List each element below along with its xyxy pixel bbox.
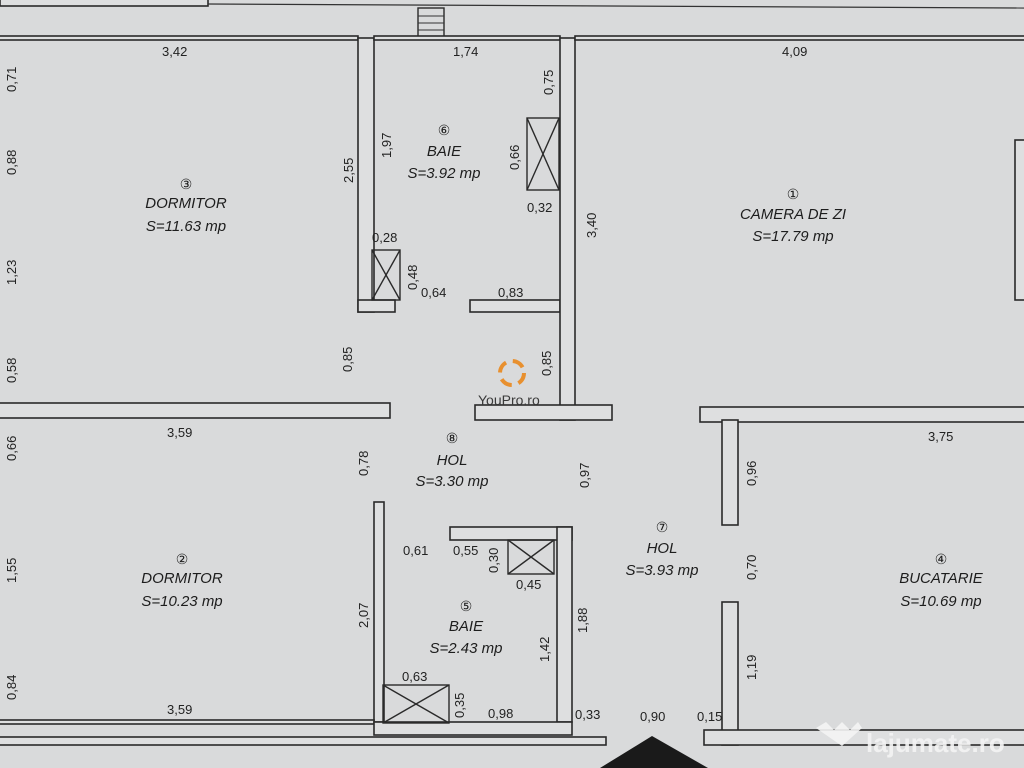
- room-baie-6: ⑥ BAIE S=3.92 mp: [408, 122, 481, 182]
- dimension-label: 0,33: [575, 707, 600, 722]
- youpro-text: YouPro.ro: [478, 392, 540, 408]
- room-camera-de-zi: ① CAMERA DE ZI S=17.79 mp: [740, 186, 846, 245]
- room-hol-8: ⑧ HOL S=3.30 mp: [416, 430, 489, 490]
- border-line: [207, 3, 1024, 9]
- youpro-watermark: YouPro.ro: [478, 359, 540, 408]
- dimension-label: 1,19: [744, 655, 759, 680]
- fixtures: [371, 117, 560, 724]
- dimension-label: 0,45: [516, 577, 541, 592]
- dimension-label: 0,97: [577, 463, 592, 488]
- dimension-label: 0,55: [453, 543, 478, 558]
- dimension-label: 0,83: [498, 285, 523, 300]
- dimension-label: 3,42: [162, 44, 187, 59]
- dimension-label: 0,58: [4, 358, 19, 383]
- room-name: DORMITOR: [141, 570, 223, 587]
- dimension-label: 3,59: [167, 425, 192, 440]
- dimension-label: 0,32: [527, 200, 552, 215]
- dimension-label: 0,98: [488, 706, 513, 721]
- dimension-label: 4,09: [782, 44, 807, 59]
- dimension-label: 0,61: [403, 543, 428, 558]
- dimension-label: 0,85: [340, 347, 355, 372]
- dimension-label: 0,78: [356, 451, 371, 476]
- dimension-label: 0,66: [507, 145, 522, 170]
- room-number: ⑥: [438, 122, 451, 138]
- room-area: S=10.23 mp: [141, 593, 222, 610]
- dimension-label: 0,66: [4, 436, 19, 461]
- shower-fixture: [382, 684, 450, 724]
- room-name: BAIE: [427, 143, 462, 160]
- dimension-label: 1,55: [4, 558, 19, 583]
- entrance-steps: [417, 7, 445, 39]
- dimension-label: 3,59: [167, 702, 192, 717]
- dimension-label: 2,55: [341, 158, 356, 183]
- dimension-label: 0,63: [402, 669, 427, 684]
- dimension-label: 3,40: [584, 213, 599, 238]
- room-name: HOL: [437, 452, 468, 469]
- sink-fixture: [507, 539, 555, 575]
- room-area: S=3.92 mp: [408, 165, 481, 182]
- dimension-label: 0,48: [405, 265, 420, 290]
- dimension-label: 3,75: [928, 429, 953, 444]
- dimension-label: 0,15: [697, 709, 722, 724]
- lajumate-watermark: lajumate.ro: [816, 722, 1005, 758]
- room-hol-7: ⑦ HOL S=3.93 mp: [626, 519, 699, 579]
- lajumate-logo-icon: [816, 722, 862, 746]
- dimension-label: 0,96: [744, 461, 759, 486]
- dimension-label: 0,75: [541, 70, 556, 95]
- room-dormitor-2: ② DORMITOR S=10.23 mp: [141, 551, 223, 610]
- room-name: CAMERA DE ZI: [740, 206, 846, 223]
- room-name: BAIE: [449, 618, 484, 635]
- dimension-label: 1,74: [453, 44, 478, 59]
- dimension-label: 0,28: [372, 230, 397, 245]
- room-baie-5: ⑤ BAIE S=2.43 mp: [430, 598, 503, 657]
- title-box: [0, 0, 209, 7]
- room-number: ⑦: [656, 519, 669, 535]
- room-name: HOL: [647, 540, 678, 557]
- dimension-label: 2,07: [356, 603, 371, 628]
- lajumate-text: lajumate.ro: [866, 728, 1005, 758]
- dimensions: 3,42 1,74 4,09 0,32 0,28 0,64 0,83 3,59 …: [162, 44, 953, 724]
- room-dormitor-3: ③ DORMITOR S=11.63 mp: [145, 176, 227, 235]
- walls: [0, 35, 1024, 768]
- dimension-label: 0,84: [4, 675, 19, 700]
- dimension-label: 0,90: [640, 709, 665, 724]
- dimension-label: 0,70: [744, 555, 759, 580]
- room-number: ④: [935, 551, 948, 567]
- room-area: S=17.79 mp: [752, 228, 833, 245]
- room-number: ③: [180, 176, 193, 192]
- dimension-label: 0,88: [4, 150, 19, 175]
- room-area: S=3.30 mp: [416, 473, 489, 490]
- room-bucatarie: ④ BUCATARIE S=10.69 mp: [899, 551, 984, 610]
- dimension-label: 1,88: [575, 608, 590, 633]
- dimension-label: 0,30: [486, 548, 501, 573]
- vertical-dimensions: 0,71 0,88 1,23 0,58 0,66 1,55 0,84 2,55 …: [4, 67, 759, 718]
- room-name: DORMITOR: [145, 195, 227, 212]
- room-number: ②: [176, 551, 189, 567]
- dimension-label: 0,71: [4, 67, 19, 92]
- room-area: S=2.43 mp: [430, 640, 503, 657]
- room-area: S=10.69 mp: [900, 593, 981, 610]
- room-area: S=3.93 mp: [626, 562, 699, 579]
- sink-fixture: [371, 249, 401, 301]
- room-area: S=11.63 mp: [146, 218, 226, 235]
- dimension-label: 0,85: [539, 351, 554, 376]
- youpro-logo-icon: [498, 359, 526, 387]
- dimension-label: 0,64: [421, 285, 446, 300]
- shower-fixture: [526, 117, 560, 191]
- room-name: BUCATARIE: [899, 570, 984, 587]
- room-number: ⑧: [446, 430, 459, 446]
- dimension-label: 0,35: [452, 693, 467, 718]
- dimension-label: 1,23: [4, 260, 19, 285]
- room-number: ⑤: [460, 598, 473, 614]
- dimension-label: 1,97: [379, 133, 394, 158]
- room-number: ①: [787, 186, 800, 202]
- dimension-label: 1,42: [537, 637, 552, 662]
